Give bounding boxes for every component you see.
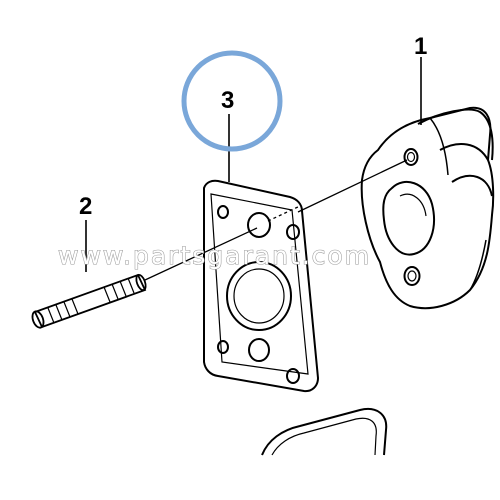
- assembly-axis-lines: [144, 159, 408, 281]
- part-3-gasket: [203, 179, 320, 393]
- part-1-flange: [360, 106, 495, 310]
- callout-3-highlight-circle: [181, 50, 283, 152]
- callout-1: 1: [414, 33, 427, 60]
- partial-bottom-part: [261, 408, 388, 456]
- part-2-stud: [31, 273, 147, 329]
- callout-3: 3: [221, 87, 234, 114]
- watermark-text: www.partsgarant.com: [58, 241, 371, 270]
- callout-2: 2: [79, 193, 92, 220]
